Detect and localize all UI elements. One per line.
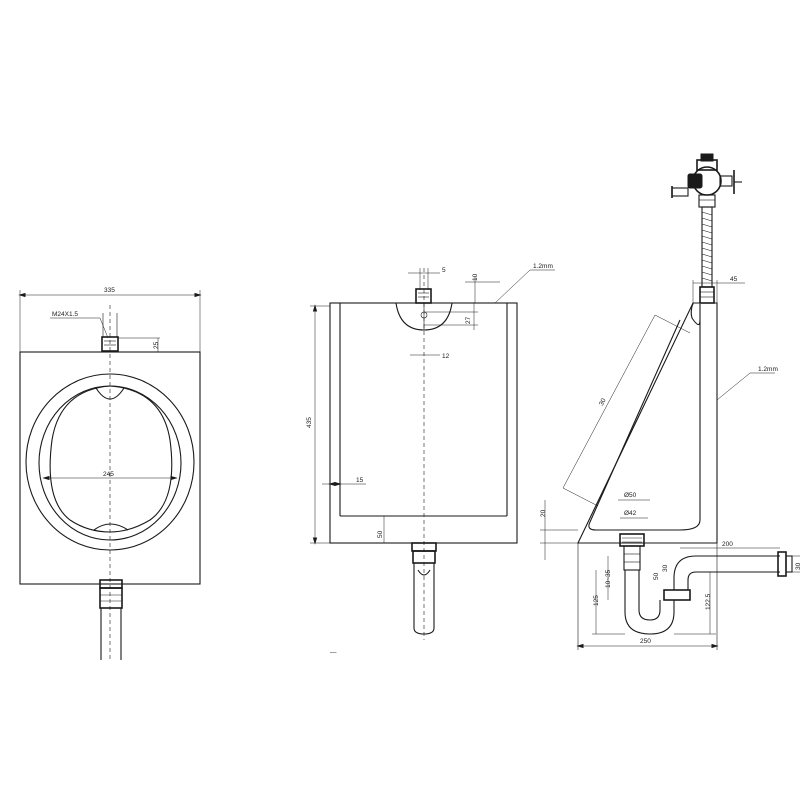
trap-depth-label: 122.5 (705, 593, 712, 610)
inlet-pipe-label: 12 (442, 353, 450, 360)
footnote-label: — (330, 649, 337, 656)
width-label: 335 (104, 287, 115, 294)
profile-view: 45 1.2mm 30 20 Ø50 Ø42 (540, 153, 800, 650)
drain-bottom (93, 523, 129, 531)
profile-body-outline (577, 302, 718, 544)
profile-wall-label: 1.2mm (758, 366, 778, 373)
bowl-width-label: 245 (103, 471, 114, 478)
height-label: 435 (306, 417, 313, 428)
elbow-small-label: 30 (662, 564, 669, 572)
profile-inlet-nut (699, 286, 715, 304)
bottom-label: 50 (377, 530, 384, 538)
top-label: 10 (472, 273, 479, 281)
base-label: 20 (540, 509, 547, 517)
trap-nut (663, 589, 691, 601)
thread-label: M24X1.5 (52, 311, 78, 318)
pipe-length-label: 200 (722, 541, 733, 548)
flush-valve-icon (671, 153, 742, 208)
inner-offset-label: 15 (356, 477, 364, 484)
side-outlet-nut (412, 550, 436, 564)
outlet-outer-label: Ø50 (624, 492, 637, 499)
base-width-label: 250 (640, 638, 651, 645)
inlet-width-label: 5 (442, 267, 446, 274)
inlet-offset-label: 25 (153, 341, 160, 349)
inlet-depth-label: 27 (465, 316, 472, 324)
outlet-inner-label: Ø42 (624, 510, 637, 517)
profile-outlet-nut (619, 533, 645, 547)
tail-label: 30 (795, 562, 800, 570)
front-body-outline (19, 351, 201, 585)
side-body-outline (329, 302, 518, 544)
p-trap (624, 570, 675, 635)
front-view: 335 M24X1.5 25 245 (18, 287, 202, 660)
drop-label: 125 (593, 595, 600, 606)
front-outlet-nut (99, 587, 123, 609)
top-width-label: 45 (730, 276, 738, 283)
elbow-label: 50 (653, 572, 660, 580)
trap-height-label: 10~35 (605, 569, 612, 588)
wall-label: 1.2mm (533, 263, 553, 270)
bowl-basin (49, 385, 173, 533)
side-view: 5 10 1.2mm 27 12 435 (306, 263, 555, 656)
flush-pipe (701, 206, 713, 288)
slope-label: 30 (598, 397, 608, 407)
side-inlet-nut (415, 288, 432, 304)
